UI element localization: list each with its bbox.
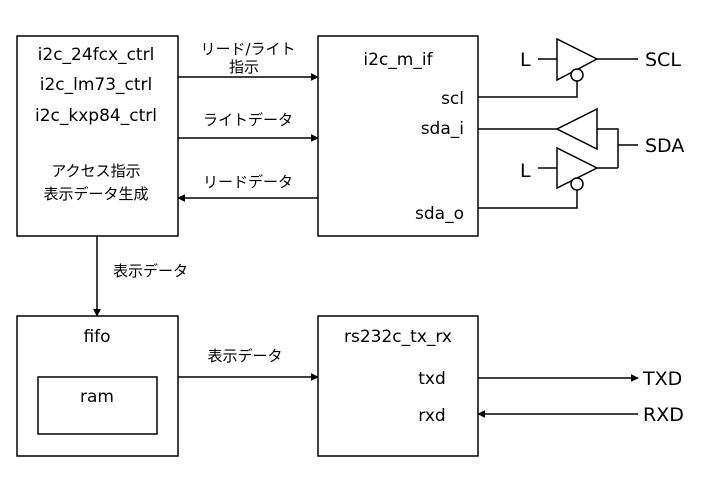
port-sda-o: sda_o: [415, 204, 464, 224]
ram-block: [37, 376, 158, 435]
scl-enable-label: L: [520, 49, 531, 71]
ctrl-line-2: i2c_lm73_ctrl: [40, 75, 153, 95]
signal-write-data: ライトデータ: [203, 111, 293, 129]
ctrl-note-2: 表示データ生成: [43, 185, 148, 203]
port-sda-i: sda_i: [421, 119, 464, 139]
signal-rw-cmd-2: 指示: [229, 58, 259, 76]
i2c-if-title: i2c_m_if: [363, 50, 433, 70]
scl-oe-wire: [478, 81, 578, 98]
signal-rw-cmd-1: リード/ライト: [200, 40, 295, 58]
ext-rxd: RXD: [643, 404, 684, 426]
port-scl: scl: [441, 89, 464, 109]
ctrl-block: [16, 35, 179, 237]
uart-block: [317, 315, 479, 457]
ctrl-line-1: i2c_24fcx_ctrl: [38, 45, 155, 65]
ctrl-line-3: i2c_kxp84_ctrl: [35, 106, 157, 126]
sda-oe-wire: [478, 190, 578, 209]
ctrl-note-1: アクセス指示: [51, 162, 140, 180]
signal-read-data: リードデータ: [203, 173, 293, 191]
scl-oe-bubble-icon: [570, 68, 584, 82]
ext-txd: TXD: [642, 368, 682, 390]
i2c-if-block: [317, 35, 479, 237]
port-txd: txd: [418, 369, 446, 389]
signal-disp-down: 表示データ: [113, 262, 188, 280]
fifo-title: fifo: [83, 327, 110, 347]
ext-scl: SCL: [645, 49, 681, 71]
ram-label: ram: [80, 387, 114, 407]
port-rxd: rxd: [418, 406, 445, 426]
sda-oe-bubble-icon: [570, 177, 584, 191]
sda-enable-label: L: [520, 160, 531, 182]
ext-sda: SDA: [645, 135, 684, 157]
sda-in-tap: [597, 128, 619, 168]
sda-in-buffer-icon: [555, 107, 598, 151]
uart-title: rs232c_tx_rx: [344, 327, 452, 347]
signal-disp-right: 表示データ: [207, 347, 282, 365]
